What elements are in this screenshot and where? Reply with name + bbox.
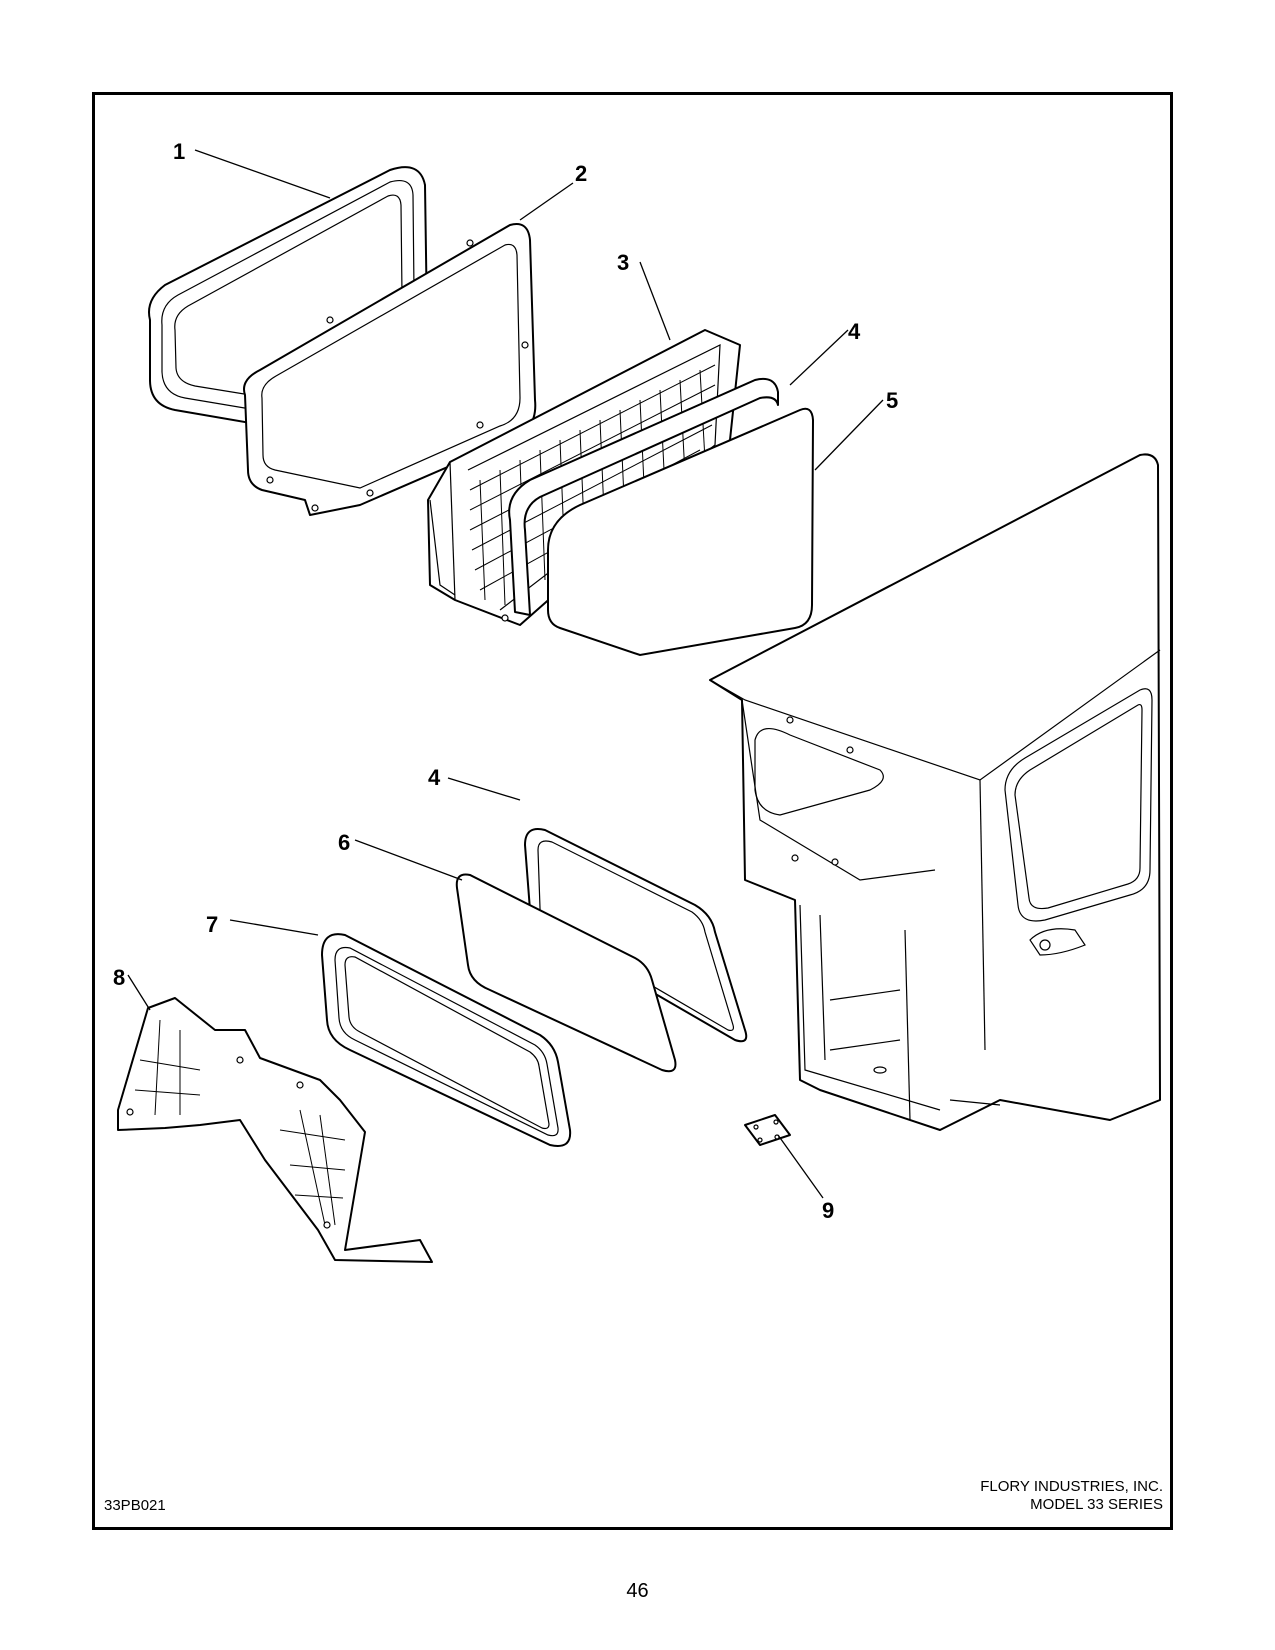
part-9-plate	[744, 1114, 791, 1146]
callout-labels: 1 2 3 4 5 4 6 7 8 9	[113, 139, 898, 1223]
drawing-frame	[92, 92, 1173, 1530]
callout-4-lower: 4	[428, 765, 441, 790]
company-block: FLORY INDUSTRIES, INC. MODEL 33 SERIES	[980, 1478, 1163, 1514]
part-8-side-guard	[117, 997, 433, 1263]
part-4-upper-seal	[508, 377, 779, 616]
callout-1: 1	[173, 139, 185, 164]
side-guard-openings	[134, 1019, 346, 1226]
model-series: MODEL 33 SERIES	[1030, 1496, 1163, 1513]
callout-4-upper: 4	[848, 319, 861, 344]
callout-9: 9	[822, 1198, 834, 1223]
callout-8: 8	[113, 965, 125, 990]
part-5-glass-panel	[547, 407, 815, 657]
callout-5: 5	[886, 388, 898, 413]
leader-lines	[127, 149, 884, 1199]
part-7-window-seal	[321, 933, 572, 1147]
page-number: 46	[626, 1580, 649, 1602]
cab-body	[709, 453, 1161, 1131]
part-2-window-frame	[243, 223, 537, 516]
company-name: FLORY INDUSTRIES, INC.	[980, 1478, 1163, 1495]
callout-3: 3	[617, 250, 629, 275]
drawing-code: 33PB021	[104, 1497, 166, 1514]
callout-2: 2	[575, 161, 587, 186]
callout-7: 7	[206, 912, 218, 937]
part-6-glass-pane	[455, 873, 677, 1073]
callout-6: 6	[338, 830, 350, 855]
